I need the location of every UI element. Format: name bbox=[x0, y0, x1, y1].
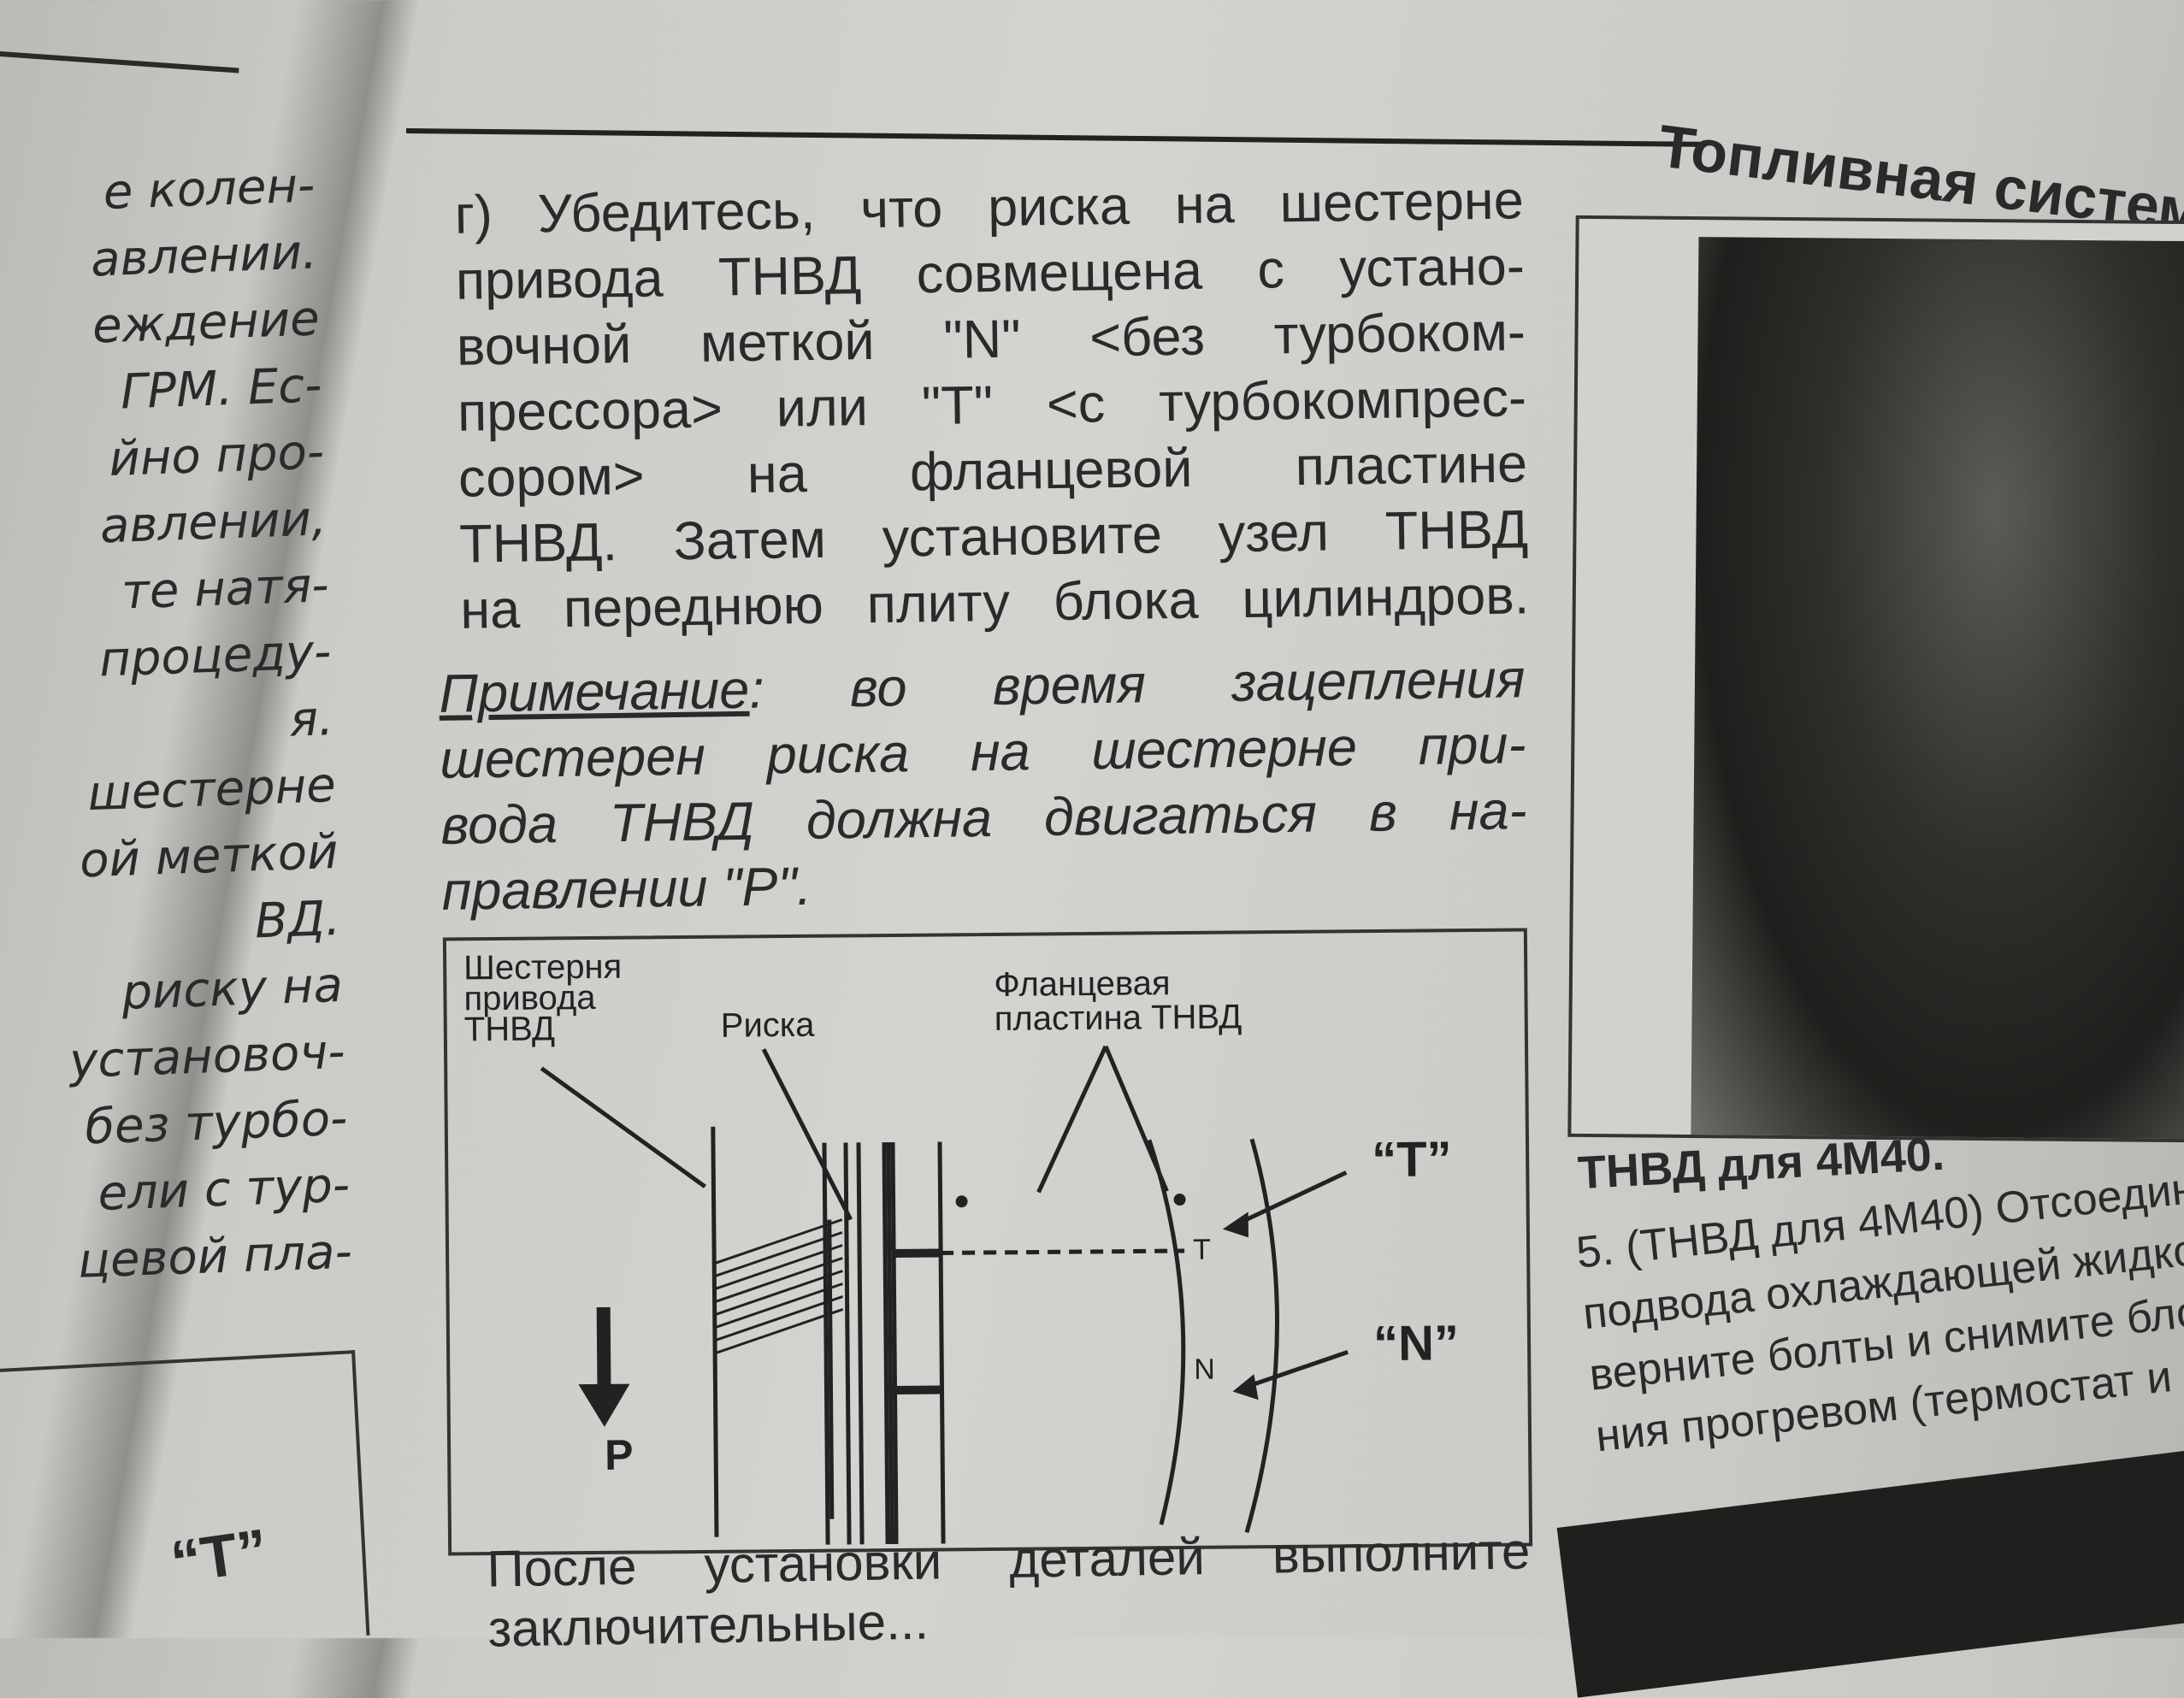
text-line: ГРМ. Ес- bbox=[0, 352, 323, 431]
text-line: авлении. bbox=[0, 219, 318, 298]
text-line: на переднюю плиту блока цилиндров. bbox=[460, 563, 1530, 643]
fuel-pump-photo bbox=[1567, 215, 2184, 1142]
arrow-P-shaft bbox=[604, 1307, 605, 1393]
header-rule bbox=[406, 128, 1706, 147]
main-paragraph: г) Убедитесь, что риска на шестерне прив… bbox=[454, 168, 1529, 643]
text-line: цевой пла- bbox=[9, 1219, 353, 1298]
text-line: установоч- bbox=[2, 1019, 345, 1098]
text-line: йно про- bbox=[0, 419, 325, 498]
text-line: риску на bbox=[0, 952, 344, 1031]
text-line: авлении, bbox=[0, 486, 328, 564]
dot bbox=[956, 1195, 968, 1207]
shaft-line bbox=[846, 1142, 849, 1544]
arrow-N bbox=[1245, 1352, 1348, 1387]
flange-line bbox=[829, 1220, 832, 1519]
arrow-T bbox=[1235, 1172, 1347, 1224]
text-line: ВД. bbox=[0, 886, 341, 964]
left-page: е колен- авлении. еждение ГРМ. Ес- йно п… bbox=[0, 0, 359, 1638]
plate-arc bbox=[1243, 1139, 1279, 1532]
plate-line bbox=[940, 1141, 943, 1543]
text-line: я. bbox=[0, 686, 334, 764]
shaft-line bbox=[859, 1142, 862, 1544]
dot bbox=[1174, 1194, 1186, 1206]
text-line: : во время зацепления bbox=[749, 649, 1526, 720]
alignment-dash bbox=[941, 1251, 1184, 1253]
text-line: без турбо- bbox=[4, 1086, 348, 1164]
label-mark: Риска bbox=[721, 1006, 816, 1045]
leader-flange bbox=[1037, 1046, 1166, 1192]
next-photo bbox=[1557, 1448, 2184, 1697]
note-label: Примечание bbox=[439, 660, 750, 724]
shaft-line bbox=[824, 1143, 828, 1545]
step-5-text: 5. (ТНВД для 4М40) Отсоедините т подвода… bbox=[1573, 1155, 2184, 1468]
text-line: процеду- bbox=[0, 619, 333, 698]
text-line: шестерне bbox=[0, 752, 337, 831]
left-page-rule bbox=[0, 51, 239, 74]
left-page-text: е колен- авлении. еждение ГРМ. Ес- йно п… bbox=[0, 152, 353, 1297]
label-P: P bbox=[605, 1431, 634, 1479]
label-T: “T” bbox=[1372, 1131, 1452, 1188]
leader-mark bbox=[764, 1048, 851, 1220]
text-line: еждение bbox=[0, 286, 321, 364]
text-line: е колен- bbox=[0, 152, 316, 231]
text-line: те натя- bbox=[0, 552, 330, 631]
arrow-P-head bbox=[578, 1384, 629, 1428]
left-figure-label: “T” bbox=[167, 1516, 272, 1597]
bottom-paragraph: После установки деталей выполните заключ… bbox=[487, 1521, 1532, 1659]
gear-edge bbox=[713, 1127, 717, 1537]
note: Примечание: во время зацепления шестерен… bbox=[439, 646, 1528, 925]
arrow-N-head bbox=[1232, 1374, 1258, 1400]
mark-T: T bbox=[1193, 1234, 1211, 1266]
left-figure-box bbox=[0, 1350, 369, 1654]
photo-image bbox=[1691, 237, 2184, 1139]
text-line: ели с тур- bbox=[7, 1153, 351, 1231]
arrow-T-head bbox=[1223, 1212, 1248, 1237]
leader-gear bbox=[541, 1067, 705, 1188]
label-N: “N” bbox=[1373, 1315, 1459, 1371]
mark-N: N bbox=[1194, 1353, 1215, 1386]
text-line: ой меткой bbox=[0, 819, 339, 898]
text-line: правлении "P". bbox=[441, 844, 1528, 925]
